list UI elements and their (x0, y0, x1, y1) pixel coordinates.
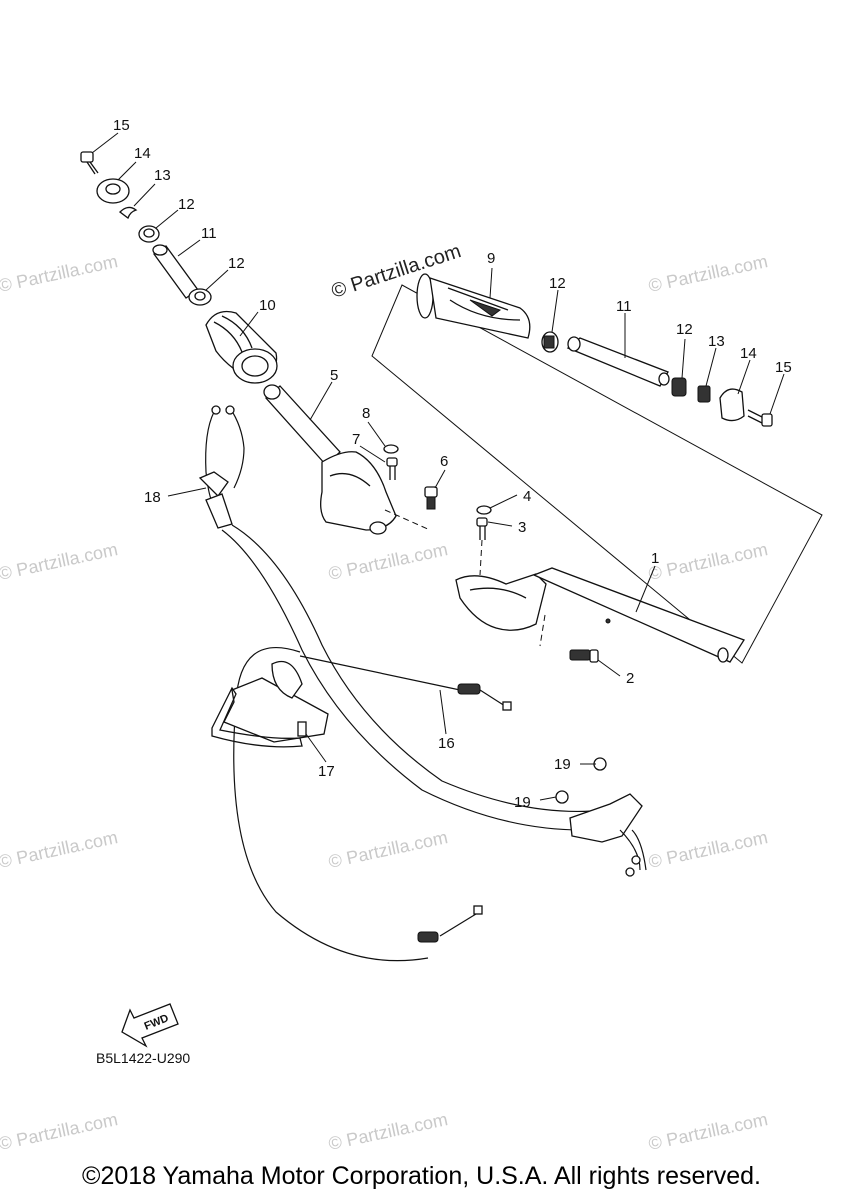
washer-8 (383, 444, 399, 454)
nut-12-right (541, 331, 559, 353)
watermark: © Partzilla.com (0, 1109, 119, 1154)
callouts: 15 14 13 12 11 12 10 5 8 7 6 4 3 1 2 9 1… (113, 117, 792, 811)
grip-9 (416, 273, 531, 339)
left-grip-assembly (80, 151, 438, 535)
callout-1: 1 (651, 550, 659, 567)
bolt-7 (386, 457, 398, 480)
handlebar-1 (455, 505, 745, 663)
right-grip-assembly (416, 273, 773, 427)
callout-17: 17 (318, 763, 335, 780)
callout-11: 11 (201, 225, 217, 242)
nut-12 (138, 225, 160, 243)
diagram-code: B5L1422-U290 (96, 1050, 191, 1066)
watermark: © Partzilla.com (327, 827, 450, 872)
copyright-text: ©2018 Yamaha Motor Corporation, U.S.A. A… (82, 1162, 761, 1190)
grip-10 (205, 310, 278, 384)
watermark: © Partzilla.com (647, 539, 770, 584)
callout-11: 11 (616, 298, 632, 315)
clip-13 (119, 206, 138, 220)
watermark: © Partzilla.com (327, 1109, 450, 1154)
callout-14: 14 (134, 145, 151, 162)
cable-16 (299, 655, 512, 711)
bracket-right (555, 757, 647, 877)
callout-3: 3 (518, 519, 526, 536)
watermark: © Partzilla.com (0, 251, 119, 296)
bolt-6 (424, 486, 438, 510)
bolt-2 (569, 649, 599, 663)
bolt-3 (476, 517, 488, 540)
rod-11 (152, 244, 199, 299)
callout-12: 12 (228, 255, 245, 272)
callout-7: 7 (352, 431, 360, 448)
callout-14: 14 (740, 345, 757, 362)
grip-end-cap-14 (96, 178, 130, 204)
nut-12-right-2 (671, 377, 687, 397)
callout-6: 6 (440, 453, 448, 470)
watermark: © Partzilla.com (647, 1109, 770, 1154)
callout-19: 19 (554, 756, 571, 773)
handlebar-5 (263, 384, 397, 535)
watermark: © Partzilla.com (327, 539, 450, 584)
callout-13: 13 (154, 167, 171, 184)
exploded-view-frame (371, 284, 823, 664)
callout-10: 10 (259, 297, 276, 314)
callout-19: 19 (514, 794, 531, 811)
callout-12: 12 (178, 196, 195, 213)
watermark: © Partzilla.com (647, 251, 770, 296)
callout-18: 18 (144, 489, 161, 506)
callout-8: 8 (362, 405, 370, 422)
leader-lines (91, 132, 785, 801)
callout-4: 4 (523, 488, 531, 505)
callout-16: 16 (438, 735, 455, 752)
nut-12-lower (188, 288, 212, 306)
assembly-line (384, 509, 431, 531)
watermark: © Partzilla.com (647, 827, 770, 872)
callout-13: 13 (708, 333, 725, 350)
watermark: © Partzilla.com (0, 539, 119, 584)
callout-5: 5 (330, 367, 338, 384)
washer-4 (476, 505, 492, 515)
callout-9: 9 (487, 250, 495, 267)
callout-12: 12 (549, 275, 566, 292)
bracket-17 (211, 660, 329, 748)
watermark: © Partzilla.com (0, 827, 119, 872)
bolt-15 (80, 151, 99, 175)
callout-2: 2 (626, 670, 634, 687)
callout-15: 15 (775, 359, 792, 376)
fwd-arrow-icon: FWD (121, 1003, 179, 1048)
end-cap-14-right (719, 388, 745, 422)
cable-assembly (198, 405, 647, 962)
clip-13-right (697, 385, 711, 403)
callout-12: 12 (676, 321, 693, 338)
cable-lower-end (417, 905, 483, 943)
callout-15: 15 (113, 117, 130, 134)
bolt-15-right (747, 409, 773, 427)
rod-11-right (566, 336, 670, 387)
